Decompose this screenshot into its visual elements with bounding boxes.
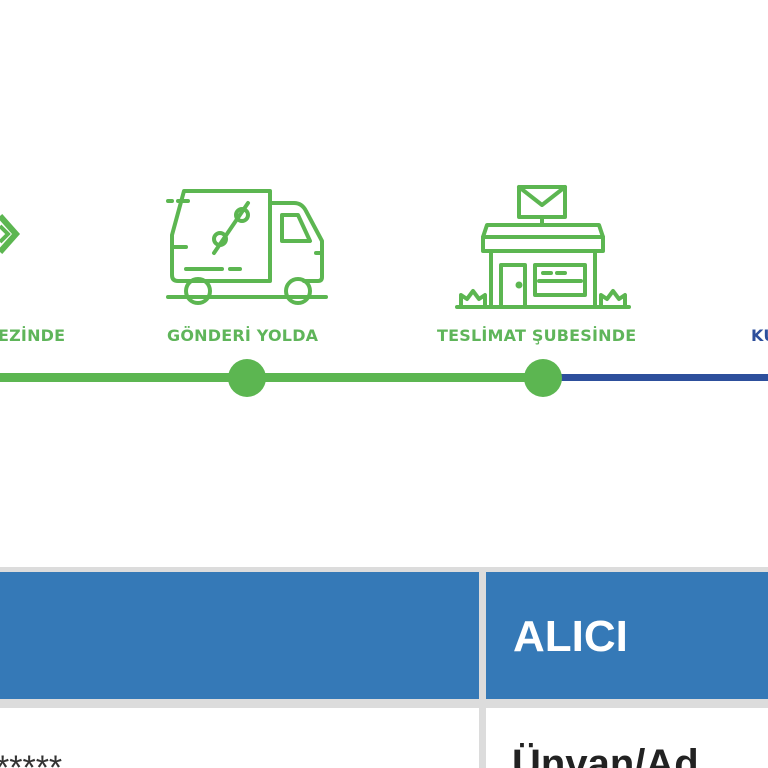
step-label-delivery-branch: TESLİMAT ŞUBESİNDE	[437, 326, 637, 345]
table-border	[0, 567, 768, 572]
step-label-in-transit: GÖNDERİ YOLDA	[167, 326, 319, 345]
table-header-recipient-label: ALICI	[513, 612, 628, 661]
post-office-icon	[455, 185, 631, 309]
progress-track-completed	[0, 373, 544, 382]
step-marker-delivery-branch	[524, 359, 562, 397]
table-cell-recipient-name-label: Ünvan/Ad	[512, 742, 699, 768]
table-header-sender	[0, 572, 479, 699]
table-cell-sender-masked: *****	[0, 749, 63, 768]
progress-track-pending	[544, 374, 768, 381]
table-row-separator	[0, 699, 768, 708]
step-label-courier: KU	[751, 326, 768, 345]
table-header-recipient: ALICI	[486, 572, 768, 699]
warehouse-icon	[0, 214, 20, 254]
delivery-truck-icon	[166, 189, 328, 305]
step-marker-in-transit	[228, 359, 266, 397]
table-column-divider	[479, 567, 486, 768]
step-label-warehouse: EZİNDE	[0, 326, 66, 345]
